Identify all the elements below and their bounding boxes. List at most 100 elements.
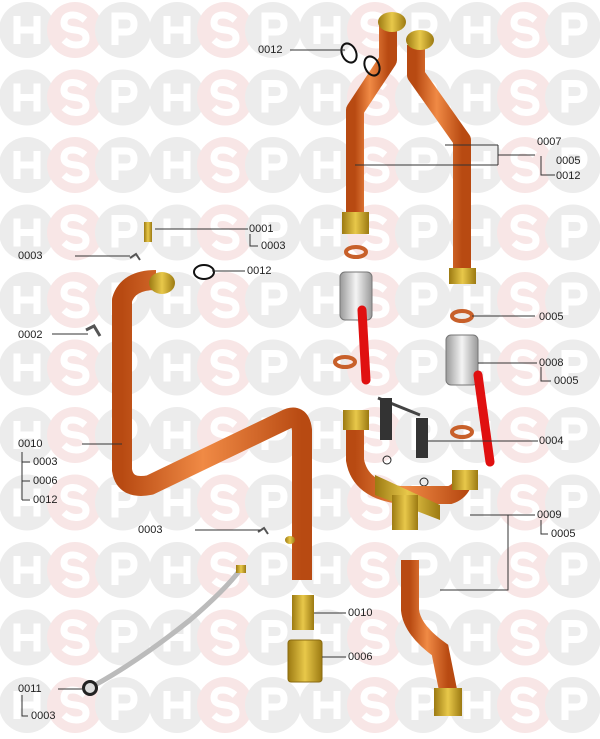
callout-0004: 0004 [539,435,564,447]
watermark-glyph-icon [360,618,390,657]
watermark-glyph-icon [411,552,438,585]
part-0009-manifold[interactable] [343,410,478,530]
watermark-glyph-icon [313,556,341,584]
watermark-glyph-icon [261,350,288,383]
watermark-glyph-icon [163,218,191,247]
lower-pipe[interactable] [401,560,462,716]
watermark-glyph-icon [60,348,90,387]
watermark-glyph-icon [261,80,288,113]
watermark-glyph-icon [13,16,41,44]
o-rings-0012[interactable] [193,41,383,280]
watermark-glyph-icon [210,483,240,522]
watermark-glyph-icon [13,421,41,449]
watermark-glyph-icon [313,691,341,719]
callout-0011: 0011 [18,683,42,695]
watermark-glyph-icon [561,417,588,450]
watermark-glyph-icon [13,218,41,247]
watermark-glyph-icon [60,146,90,184]
watermark-glyph-icon [210,281,240,319]
watermark-glyph-icon [510,551,540,589]
watermark-glyph-icon [163,16,191,44]
part-0002-clip[interactable] [85,324,102,337]
clip-0003-b[interactable] [257,526,269,535]
watermark-glyph-icon [261,282,288,315]
leader-lines [21,49,555,717]
callout-0012: 0012 [258,44,283,56]
watermark-glyph-icon [60,213,90,252]
watermark-glyph-icon [210,146,240,184]
watermark-glyph-icon [561,687,588,720]
part-0011-hose[interactable] [82,565,246,696]
watermark-glyph-icon [510,686,540,724]
watermark-glyph-icon [360,686,390,724]
watermark-glyph-icon [313,83,341,112]
watermark-glyph-icon [210,686,240,724]
watermark-glyph-icon [463,286,491,314]
callout-0003: 0003 [31,710,56,722]
watermark-glyph-icon [411,12,438,45]
watermark-glyph-icon [60,281,90,319]
callout-0003: 0003 [18,250,43,262]
watermark-glyph-icon [13,286,41,314]
watermark-glyph-icon [13,556,41,584]
watermark-glyph-icon [261,147,288,180]
watermark-glyph-icon [13,353,41,382]
watermark-glyph-icon [561,552,588,585]
callout-0005: 0005 [539,311,564,323]
watermark-glyph-icon [313,286,341,314]
callout-0012: 0012 [556,170,581,182]
watermark-glyph-icon [510,483,540,522]
watermark-glyph-icon [60,483,90,522]
watermark-glyph-icon [510,348,540,387]
watermark-glyph-icon [561,282,588,315]
callout-0005: 0005 [556,155,581,167]
watermark-glyph-icon [163,691,191,719]
watermark-glyph-icon [111,620,138,653]
callout-0012: 0012 [33,494,58,506]
part-0004-drain-valves[interactable] [377,396,429,487]
watermark-glyph-icon [510,213,540,252]
callout-0008: 0008 [539,357,564,369]
watermark-glyph-icon [510,416,540,454]
part-0001-air-vent[interactable] [144,222,152,242]
watermark-glyph-icon [111,147,138,180]
watermark-glyph-icon [561,620,588,653]
callout-0012: 0012 [247,265,272,277]
watermark-glyph-icon [261,552,288,585]
ball-valve-left[interactable] [339,271,373,385]
watermark-glyph-icon [111,80,138,113]
watermark-glyph-icon [360,11,390,49]
watermark-glyph-icon [510,146,540,184]
watermark-glyph-icon [313,421,341,449]
watermark-glyph-icon [163,83,191,112]
callout-0009: 0009 [537,509,562,521]
watermark-glyph-icon [60,551,90,589]
watermark-glyph-icon [360,416,390,454]
watermark-glyph-icon [210,78,240,117]
watermark-glyph-icon [313,16,341,44]
part-0010-pipe[interactable] [112,270,323,683]
watermark-glyph-icon [411,147,438,180]
watermark-glyph-icon [463,691,491,719]
watermark-glyph-icon [561,215,588,248]
callout-0010: 0010 [18,438,43,450]
watermark-glyph-icon [411,282,438,315]
watermark-glyph-icon [60,686,90,724]
watermark-glyph-icon [13,83,41,112]
callout-0003: 0003 [261,240,286,252]
watermark-glyph-icon [510,11,540,49]
watermark-glyph-icon [13,691,41,719]
watermark-glyph-icon [163,421,191,449]
part-0007-pipes[interactable] [342,12,476,284]
clip-0003[interactable] [129,252,141,261]
watermark-glyph-icon [261,12,288,45]
watermark-glyph-icon [210,618,240,657]
part-0008-ball-valve[interactable] [445,334,495,467]
watermark-glyph-icon [510,78,540,117]
watermark-glyph-icon [13,151,41,179]
watermark-glyph-icon [313,218,341,247]
watermark-glyph-icon [210,11,240,49]
watermark-glyph-icon [60,618,90,657]
watermark-glyph-icon [163,353,191,382]
